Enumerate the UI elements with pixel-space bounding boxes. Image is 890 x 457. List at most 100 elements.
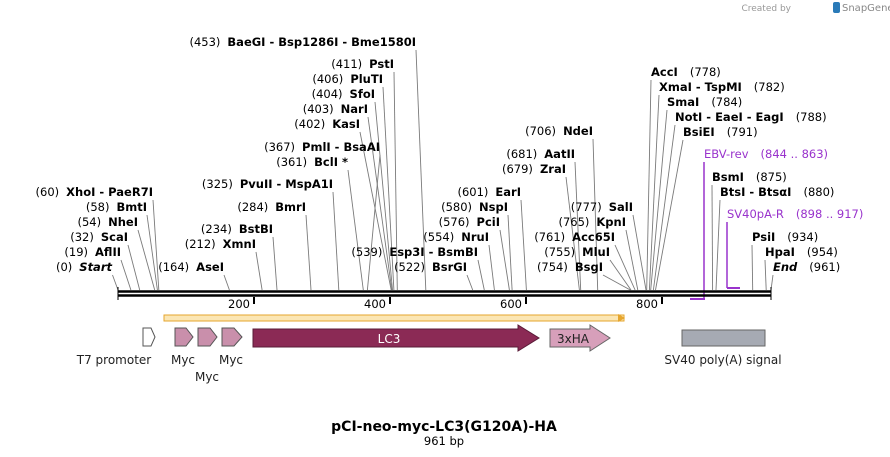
myc-1-label: Myc — [171, 353, 195, 367]
site-label-pluti[interactable]: (406)PluTI — [312, 72, 383, 86]
site-label-nspi[interactable]: (580)NspI — [441, 200, 508, 214]
feature-lc3[interactable]: LC3 — [252, 324, 540, 352]
leader-line-noti — [652, 124, 676, 291]
tick-label-400: 400 — [364, 297, 386, 311]
leader-line-psii — [751, 244, 754, 291]
leader-line-bsgi — [602, 274, 631, 291]
leader-line-sfoi — [374, 101, 393, 291]
site-label-acci[interactable]: AccI(778) — [651, 65, 721, 79]
primer-sv40pa-r[interactable]: SV40pA-R(898 .. 917) — [726, 207, 863, 289]
leader-line-pmli — [366, 154, 381, 291]
site-label-nrui[interactable]: (554)NruI — [423, 230, 489, 244]
site-label-ndei[interactable]: (706)NdeI — [525, 124, 593, 138]
credit-prefix: Created by — [741, 4, 791, 14]
leader-line-hpai — [764, 259, 767, 291]
site-label-xmai[interactable]: XmaI - TspMI(782) — [659, 80, 785, 94]
site-leader-lines — [112, 49, 774, 291]
feature-myc-2[interactable]: Myc — [195, 327, 219, 384]
site-label-bcli[interactable]: (361)BclI * — [276, 155, 348, 169]
site-label-bsmi[interactable]: BsmI(875) — [712, 170, 787, 184]
feature-myc-3[interactable]: Myc — [219, 327, 243, 367]
site-label-sfoi[interactable]: (404)SfoI — [312, 87, 375, 101]
leader-line-nari — [367, 116, 393, 291]
scale-ticks: 200 400 600 800 — [228, 297, 663, 311]
orf-bar[interactable] — [163, 314, 625, 322]
leader-line-xmni — [255, 251, 263, 291]
site-labels-right: AccI(778) XmaI - TspMI(782) SmaI(784) No… — [651, 65, 840, 274]
leader-line-pcii — [499, 229, 510, 291]
site-label-pvuii[interactable]: (325)PvuII - MspA1I — [202, 177, 333, 191]
site-label-pmli[interactable]: (367)PmlI - BsaAI — [264, 140, 380, 154]
site-label-nhei[interactable]: (54)NheI — [78, 215, 139, 229]
feature-t7-promoter[interactable]: T7 promoter — [76, 327, 156, 367]
myc-2-shape — [197, 327, 218, 347]
site-label-xmni[interactable]: (212)XmnI — [185, 237, 256, 251]
leader-line-asei — [223, 274, 230, 291]
leader-line-nspi — [507, 214, 513, 291]
site-label-bmti[interactable]: (58)BmtI — [86, 200, 147, 214]
site-label-psti[interactable]: (411)PstI — [331, 57, 394, 71]
site-label-noti[interactable]: NotI - EaeI - EagI(788) — [675, 110, 827, 124]
site-label-esp3i[interactable]: (539)Esp3I - BsmBI — [351, 245, 478, 259]
site-label-btsi[interactable]: BtsI - BtsαI(880) — [720, 185, 834, 199]
t7-promoter-label: T7 promoter — [76, 353, 152, 367]
ha-arrow-shape — [549, 324, 611, 352]
feature-3xha[interactable]: 3xHA — [549, 324, 611, 352]
site-labels-left: (453)BaeGI - Bsp1286I - Bme1580I (411)Ps… — [36, 35, 416, 274]
site-label-scai[interactable]: (32)ScaI — [70, 230, 128, 244]
tick-label-600: 600 — [500, 297, 522, 311]
orf-rect — [163, 314, 625, 322]
myc-1-shape — [174, 327, 194, 347]
site-label-xhoi[interactable]: (60)XhoI - PaeR7I — [36, 185, 153, 199]
site-label-zrai[interactable]: (679)ZraI — [502, 162, 566, 176]
primer-ebv-rev[interactable]: EBV-rev(844 .. 863) — [690, 147, 828, 300]
leader-line-nrui — [488, 244, 495, 291]
leader-line-bmri — [305, 214, 312, 291]
leader-line-ndei — [592, 138, 599, 291]
site-label-aatii[interactable]: (681)AatII — [506, 147, 575, 161]
lc3-arrow-shape — [252, 324, 540, 352]
sv40-polya-shape — [681, 329, 766, 347]
t7-promoter-shape — [142, 327, 156, 347]
site-label-start[interactable]: (0)Start — [56, 260, 113, 274]
site-label-end[interactable]: End(961) — [773, 260, 840, 274]
site-label-baegi[interactable]: (453)BaeGI - Bsp1286I - Bme1580I — [189, 35, 416, 49]
site-label-mlui[interactable]: (755)MluI — [544, 245, 610, 259]
leader-line-bsmi — [711, 184, 714, 291]
site-label-pcii[interactable]: (576)PciI — [439, 215, 500, 229]
site-label-eari[interactable]: (601)EarI — [457, 185, 521, 199]
site-label-bmri[interactable]: (284)BmrI — [237, 200, 306, 214]
site-label-sali[interactable]: (777)SalI — [571, 200, 633, 214]
leader-line-bsrgi — [466, 274, 474, 291]
svg-text:EBV-rev(844 .. 863): EBV-rev(844 .. 863) — [704, 147, 828, 161]
leader-line-pluti — [382, 86, 395, 291]
site-label-nari[interactable]: (403)NarI — [303, 102, 368, 116]
leader-line-zrai — [565, 176, 580, 291]
feature-myc-1[interactable]: Myc — [171, 327, 195, 367]
primer-sv40pa-r-name: SV40pA-R — [727, 207, 784, 221]
site-label-aflii[interactable]: (19)AflII — [64, 245, 121, 259]
leader-line-xmai — [648, 94, 660, 291]
leader-line-btsi — [715, 199, 721, 291]
leader-line-bmti — [146, 214, 158, 291]
site-label-bsrgi[interactable]: (522)BsrGI — [394, 260, 467, 274]
site-label-bsiei[interactable]: BsiEI(791) — [683, 125, 758, 139]
leader-line-bcli — [347, 169, 364, 291]
leader-line-aflii — [120, 259, 132, 291]
site-label-bstbi[interactable]: (234)BstBI — [201, 222, 273, 236]
feature-sv40-polya[interactable]: SV40 poly(A) signal — [664, 329, 782, 367]
tick-label-200: 200 — [228, 297, 250, 311]
site-label-kasi[interactable]: (402)KasI — [294, 117, 360, 131]
myc-2-label: Myc — [195, 370, 219, 384]
site-label-asei[interactable]: (164)AseI — [158, 260, 224, 274]
site-label-hpai[interactable]: HpaI(954) — [765, 245, 838, 259]
site-label-acc65i[interactable]: (761)Acc65I — [534, 230, 615, 244]
site-label-psii[interactable]: PsiI(934) — [752, 230, 818, 244]
myc-3-label: Myc — [219, 353, 243, 367]
site-label-bsgi[interactable]: (754)BsgI — [537, 260, 603, 274]
site-label-smai[interactable]: SmaI(784) — [667, 95, 742, 109]
leader-line-smai — [650, 109, 668, 291]
leader-line-kasi — [359, 131, 392, 291]
site-label-kpni[interactable]: (765)KpnI — [558, 215, 626, 229]
